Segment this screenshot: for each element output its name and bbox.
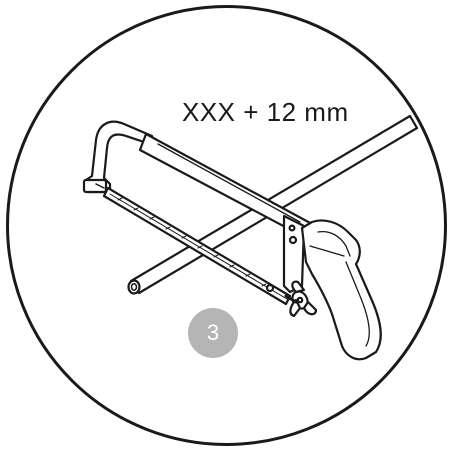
measurement-label: XXX + 12 mm <box>182 97 349 127</box>
wing-nut-icon <box>289 280 318 318</box>
hacksaw-icon <box>82 120 382 361</box>
step-number: 3 <box>206 320 220 345</box>
step-number-badge: 3 <box>188 308 238 358</box>
